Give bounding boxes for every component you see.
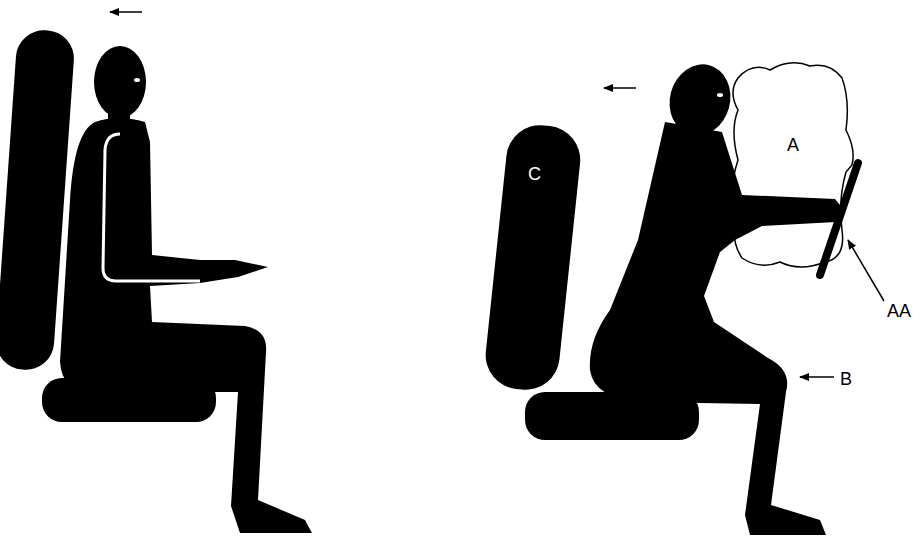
callout-letter: C — [528, 165, 541, 183]
left-occupant — [60, 46, 312, 533]
belt-line — [103, 134, 200, 281]
callout-letter: B — [840, 370, 852, 388]
eye — [717, 93, 723, 97]
steering-wheel — [820, 163, 858, 275]
callout-letter: A — [787, 136, 799, 154]
callout-letter: AA — [887, 302, 911, 320]
right-occupant — [590, 57, 844, 535]
motion-arrow — [604, 87, 636, 89]
motion-arrow — [110, 11, 142, 13]
eye — [134, 78, 140, 82]
leader-arrow — [800, 376, 834, 378]
leader-arrow — [848, 240, 884, 301]
